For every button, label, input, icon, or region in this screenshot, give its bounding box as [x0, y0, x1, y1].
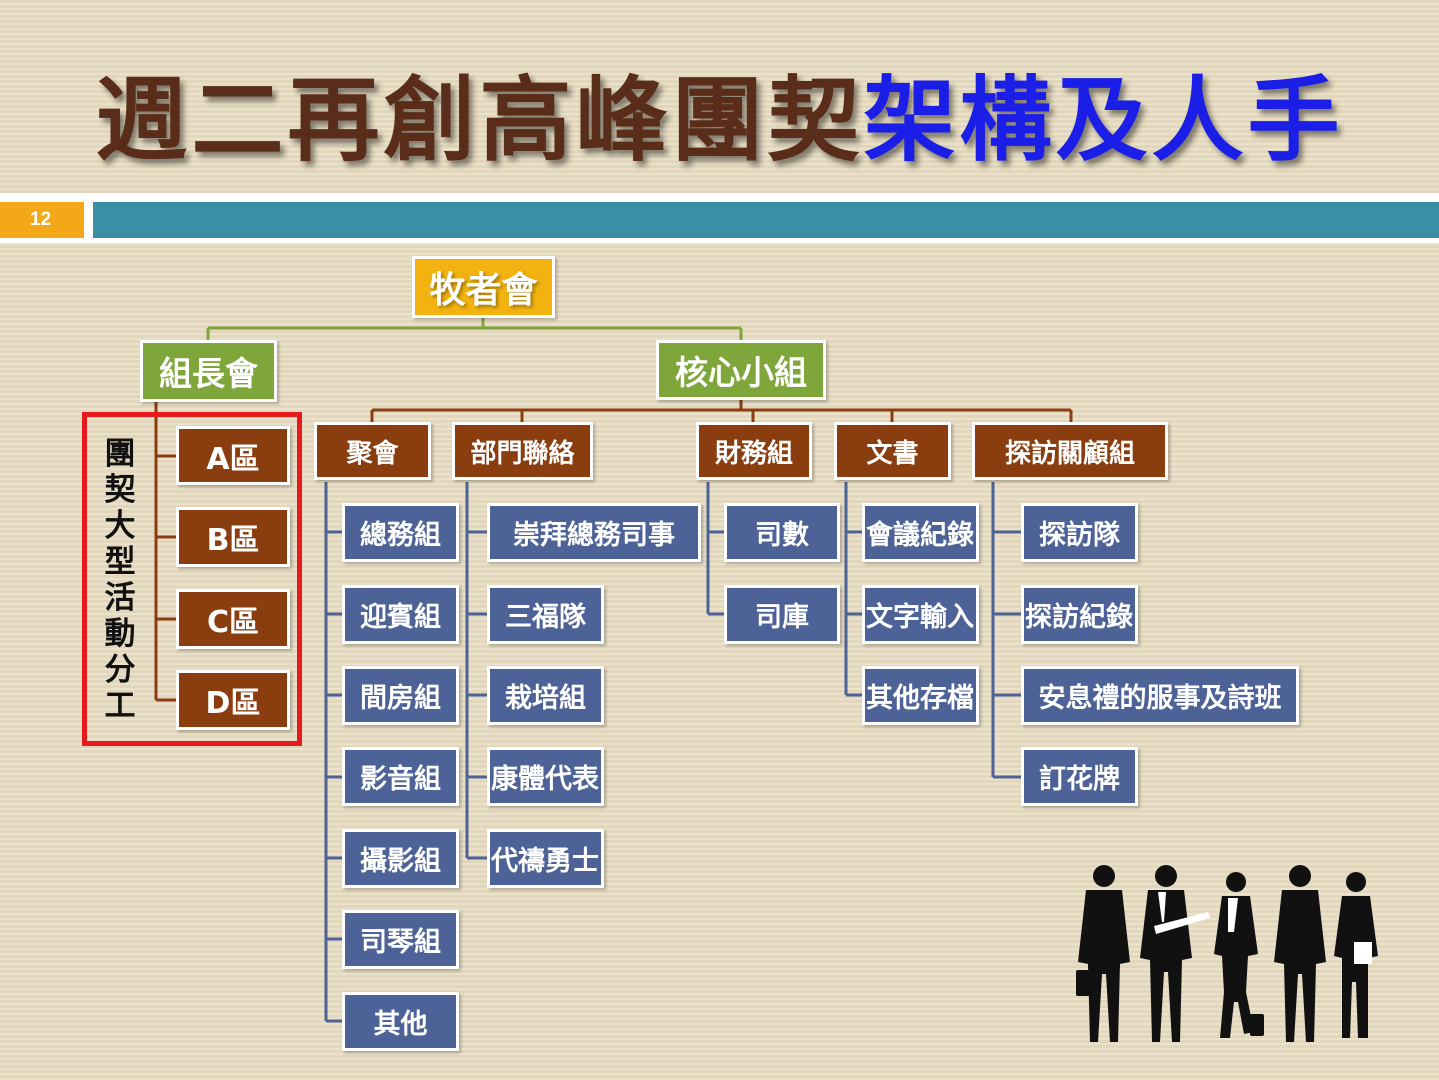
unit-funeral-choir: 安息禮的服事及詩班	[1021, 666, 1299, 725]
dept-finance: 財務組	[696, 422, 812, 480]
header-teal-bar	[93, 202, 1439, 238]
unit-general-affairs: 總務組	[342, 503, 459, 562]
unit-archive: 其他存檔	[862, 666, 979, 725]
node-group-leaders: 組長會	[140, 340, 277, 402]
zone-label-char: 契	[104, 472, 136, 508]
unit-minutes: 會議紀錄	[862, 503, 979, 562]
zone-c: C區	[176, 589, 290, 649]
zone-vertical-label: 團 契 大 型 活 動 分 工	[102, 436, 138, 724]
unit-recreation-rep: 康體代表	[487, 747, 604, 806]
dept-secretary: 文書	[834, 422, 951, 480]
business-people-silhouette-icon	[1076, 865, 1378, 1042]
dept-gathering: 聚會	[314, 422, 431, 480]
node-core-group: 核心小組	[656, 340, 826, 400]
title-part-1: 週二再創高峰團契	[95, 66, 864, 174]
unit-visit-records: 探訪紀錄	[1021, 585, 1138, 644]
unit-nurture: 栽培組	[487, 666, 604, 725]
unit-flower-boards: 訂花牌	[1021, 747, 1138, 806]
highlight-frame	[82, 412, 302, 746]
zone-a: A區	[176, 426, 290, 485]
dept-liaison: 部門聯絡	[452, 422, 593, 480]
zone-label-char: 工	[104, 688, 136, 724]
unit-accountant: 司數	[724, 503, 840, 562]
zone-d: D區	[176, 670, 290, 730]
dept-visitation: 探訪關顧組	[972, 422, 1168, 480]
unit-welcome: 迎賓組	[342, 585, 459, 644]
unit-treasurer: 司庫	[724, 585, 840, 644]
unit-room: 間房組	[342, 666, 459, 725]
unit-visit-team: 探訪隊	[1021, 503, 1138, 562]
unit-typing: 文字輸入	[862, 585, 979, 644]
unit-prayer-warriors: 代禱勇士	[487, 829, 604, 888]
unit-pianist: 司琴組	[342, 910, 459, 969]
zone-label-char: 型	[104, 544, 136, 580]
zone-label-char: 團	[104, 436, 136, 472]
zone-label-char: 大	[104, 508, 136, 544]
unit-others: 其他	[342, 992, 459, 1051]
unit-worship-ushers: 崇拜總務司事	[487, 503, 701, 562]
page-number: 12	[0, 202, 84, 238]
title-part-2: 架構及人手	[863, 66, 1344, 174]
zone-label-char: 動	[104, 616, 136, 652]
node-pastor-council: 牧者會	[412, 256, 555, 318]
unit-audio-visual: 影音組	[342, 747, 459, 806]
unit-photography: 攝影組	[342, 829, 459, 888]
slide-title: 週二再創高峰團契架構及人手	[0, 52, 1439, 174]
zone-b: B區	[176, 507, 290, 567]
unit-evangelism-team: 三福隊	[487, 585, 604, 644]
zone-label-char: 活	[104, 580, 136, 616]
zone-label-char: 分	[104, 652, 136, 688]
